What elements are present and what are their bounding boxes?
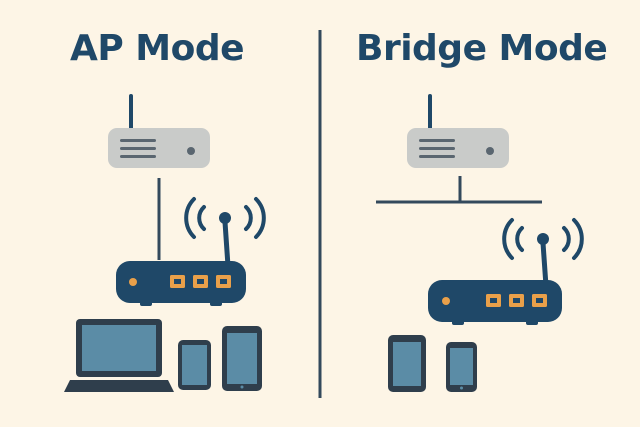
ap-wifi-router-icon [116, 212, 246, 306]
ap-tablet-large-icon [222, 326, 262, 391]
bridge-wifi-router-icon [428, 233, 562, 325]
ap-tablet-icon [178, 340, 211, 390]
ap-mode-title: AP Mode [70, 28, 245, 69]
bridge-modem-icon [407, 94, 509, 168]
bridge-wifi-signal-icon [502, 218, 584, 260]
ap-wifi-signal-icon [184, 197, 266, 239]
bridge-phone-icon [446, 342, 477, 392]
bridge-mode-title: Bridge Mode [356, 28, 608, 69]
laptop-icon [64, 319, 174, 392]
bridge-bus-line [376, 176, 542, 204]
bridge-tablet-icon [388, 335, 426, 392]
ap-modem-icon [108, 94, 210, 168]
